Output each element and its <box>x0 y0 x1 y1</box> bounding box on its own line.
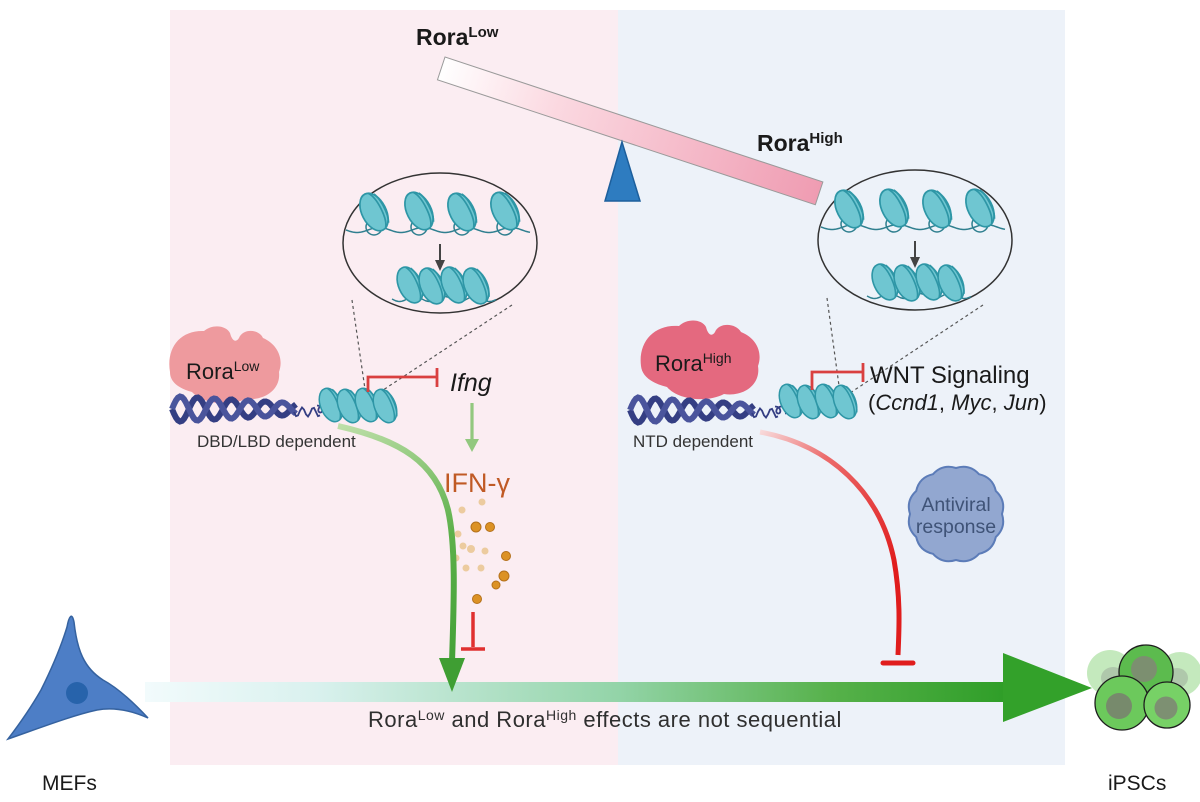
wnt-genes: (Ccnd1, Myc, Jun) <box>868 390 1047 415</box>
green-arrow-inhibitor <box>461 612 485 651</box>
ntd-label: NTD dependent <box>633 432 753 451</box>
seesaw: RoraLow RoraHigh <box>416 24 843 206</box>
ipsc-cluster <box>1087 644 1200 731</box>
mef-cell <box>5 615 149 741</box>
left-dna <box>169 384 403 427</box>
rora-low-protein: RoraLow <box>169 326 281 404</box>
mef-nucleus <box>66 682 88 704</box>
condense-arrow <box>910 241 920 268</box>
green-effect-curve <box>337 423 465 692</box>
left-chromatin-inset <box>342 172 538 397</box>
ifn-gamma-label: IFN-γ <box>444 468 510 498</box>
condense-arrow <box>435 244 445 271</box>
seesaw-bar <box>436 56 824 206</box>
rora-low-text: RoraLow <box>186 358 260 384</box>
left-inhibition: Ifng <box>366 368 492 397</box>
right-inhibition: WNT Signaling (Ccnd1, Myc, Jun) <box>810 362 1047 415</box>
mefs-label: MEFs <box>42 772 97 795</box>
dbd-lbd-label: DBD/LBD dependent <box>197 432 356 451</box>
right-chromatin-inset <box>817 169 1013 394</box>
antiviral-text-1: Antiviral <box>921 494 990 516</box>
seesaw-low-label: RoraLow <box>416 24 499 50</box>
seesaw-high-label: RoraHigh <box>757 130 843 156</box>
rora-high-text: RoraHigh <box>655 350 731 376</box>
wnt-label: WNT Signaling <box>870 362 1030 389</box>
loose-chromatin <box>345 186 531 237</box>
ifng-label: Ifng <box>450 369 492 397</box>
loose-chromatin <box>820 183 1006 234</box>
antiviral-response-blob: Antiviral response <box>907 465 1005 563</box>
antiviral-text-2: response <box>916 516 996 538</box>
ifng-down-arrow <box>465 403 479 452</box>
condensed-chromatin <box>391 262 497 309</box>
red-effect-curve <box>759 429 916 666</box>
progression-arrow <box>145 653 1092 722</box>
right-dna <box>627 380 863 426</box>
ipscs-label: iPSCs <box>1108 772 1166 795</box>
seesaw-fulcrum-triangle <box>604 139 642 202</box>
caption-text: RoraLow and RoraHigh effects are not seq… <box>368 707 842 732</box>
rora-high-protein: RoraHigh <box>640 320 760 400</box>
condensed-chromatin <box>866 259 972 306</box>
